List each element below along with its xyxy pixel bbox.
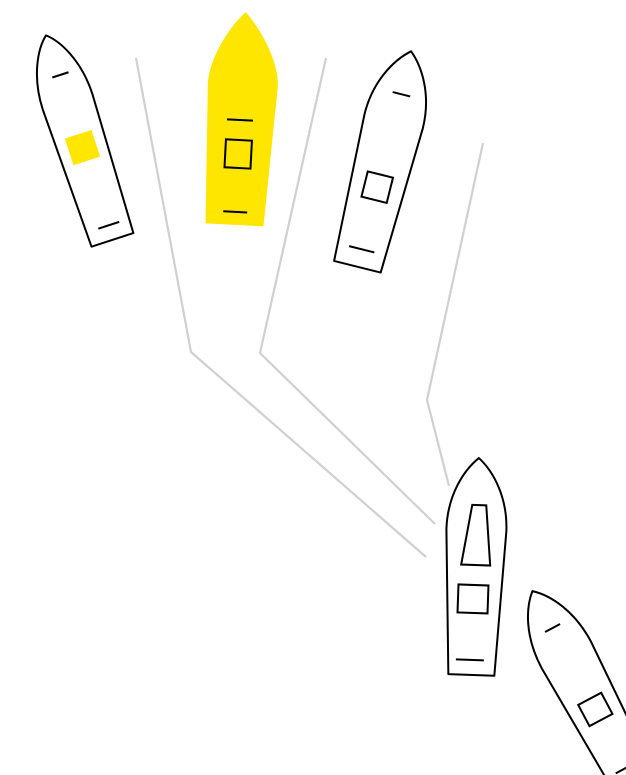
- boat-hull: [441, 457, 509, 676]
- stern-mark: [456, 659, 484, 660]
- boat-1[interactable]: [21, 27, 137, 248]
- boat-5[interactable]: [508, 578, 626, 775]
- boat-4[interactable]: [441, 457, 509, 676]
- stern-mark: [223, 211, 247, 212]
- bow-mark: [227, 119, 253, 120]
- boat-hull: [328, 44, 440, 274]
- boat-hull: [508, 578, 626, 775]
- boat-2[interactable]: [201, 10, 282, 226]
- boat-3[interactable]: [328, 44, 440, 274]
- connector-line: [427, 143, 483, 486]
- boat-hull: [201, 10, 282, 226]
